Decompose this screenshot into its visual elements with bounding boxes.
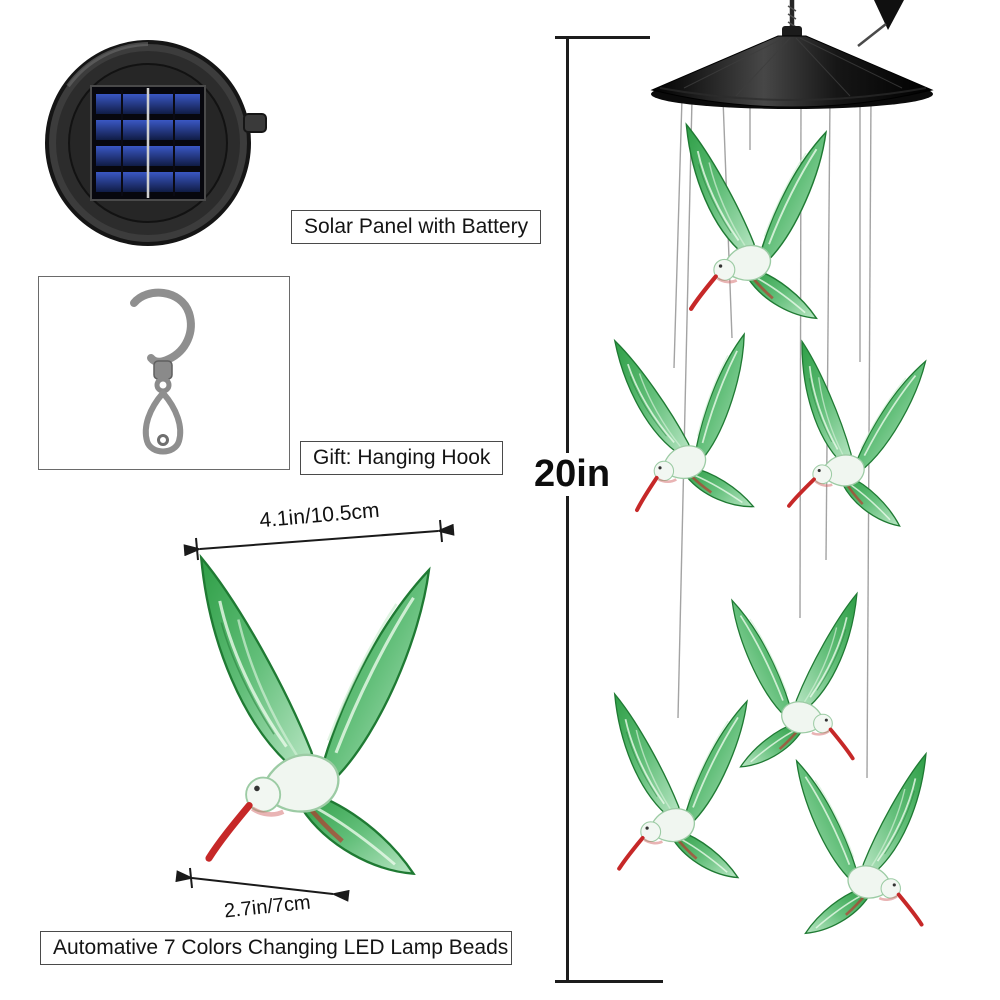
wind-chime-figure [560,0,934,936]
chime-hummingbird-2 [612,325,765,522]
height-dimension-top-cap [555,36,650,39]
chime-hummingbird-6 [794,751,928,936]
chime-hummingbird-3 [781,339,929,529]
hook-label: Gift: Hanging Hook [300,441,504,476]
height-dimension-bottom-cap [555,980,663,983]
panel-clip [243,113,267,133]
solar-panel-illustration [45,40,267,246]
tail-dimension-text: 2.7in/7cm [223,892,312,920]
height-dimension-label: 20in [529,453,616,496]
tail-dimension: 2.7in/7cm [175,867,350,920]
wingspan-dimension: 4.1in/10.5cm [183,499,455,561]
chime-hummingbird-4 [730,591,859,769]
hummingbird-icon [201,558,429,874]
chime-hummingbird-5 [615,694,747,878]
solar-panel-label: Solar Panel with Battery [291,210,542,245]
led-label: Automative 7 Colors Changing LED Lamp Be… [40,931,512,966]
chime-hummingbird-1 [686,125,826,319]
height-dimension-line [566,37,569,983]
wingspan-dimension-text: 4.1in/10.5cm [259,499,381,532]
chime-string [677,98,693,719]
chime-string [825,97,831,561]
hanging-hook-icon [130,288,195,455]
hook-figure-box [38,276,290,470]
chime-string [673,97,683,369]
chime-canopy-icon [650,26,934,109]
top-hook [874,0,904,30]
hummingbird-figure-large: 4.1in/10.5cm 2.7in/7cm [175,499,455,920]
